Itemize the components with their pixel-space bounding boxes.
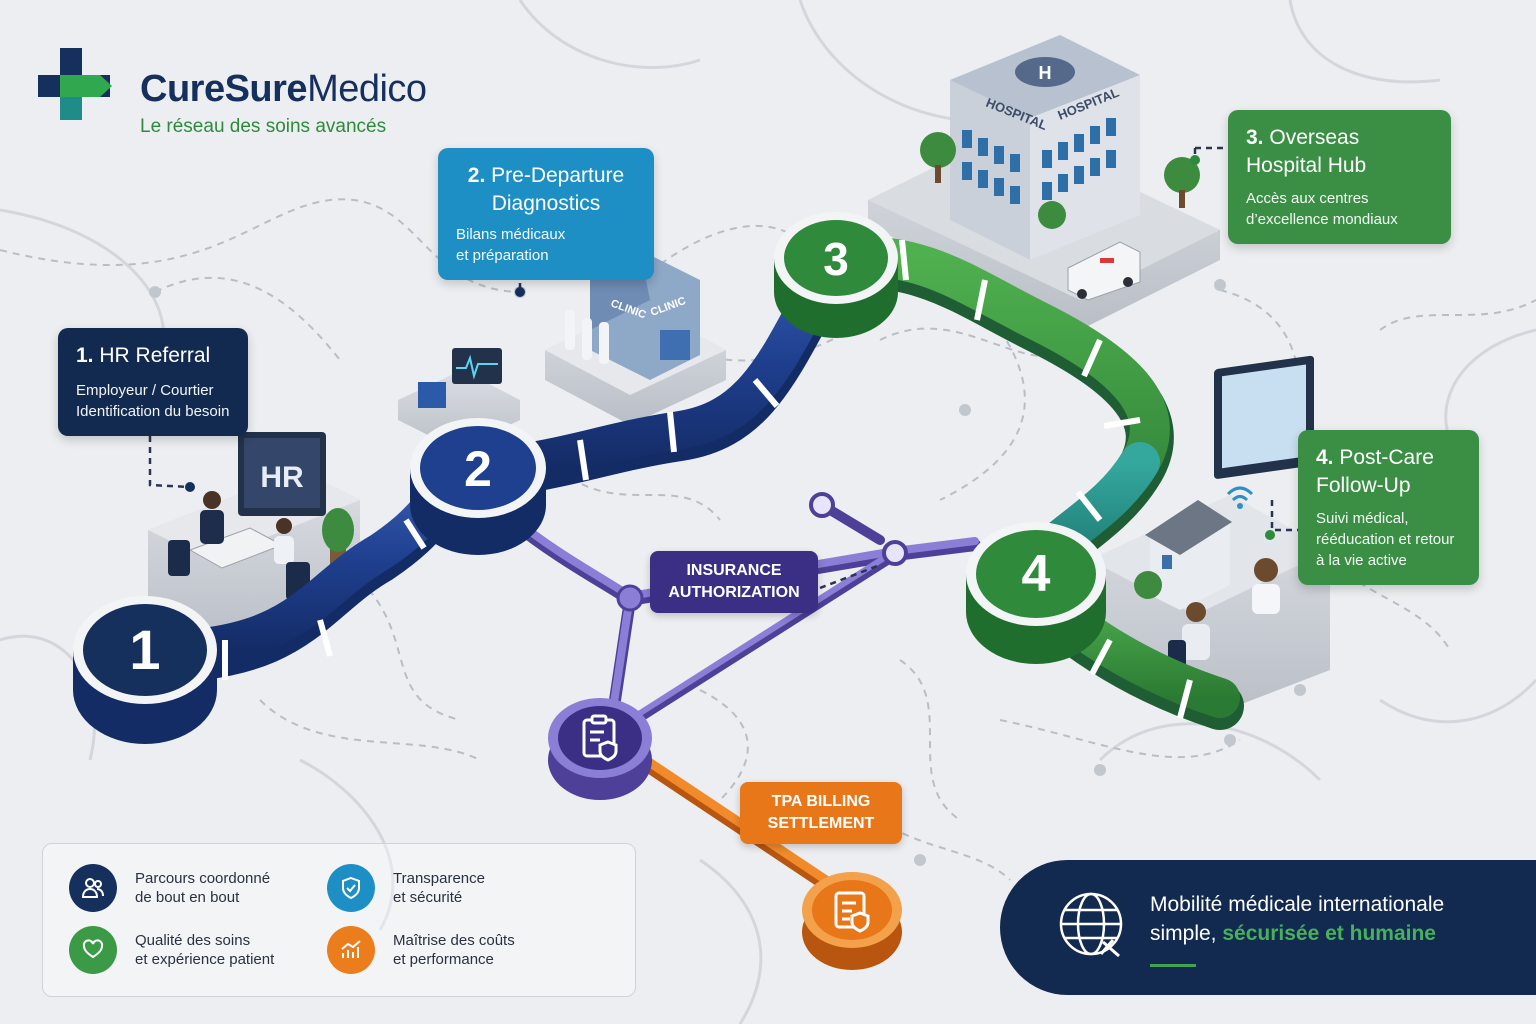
wifi-icon: [1226, 486, 1254, 502]
post-line-2: rééducation et retour: [1316, 531, 1455, 548]
step-4-number: 4: [1021, 545, 1051, 603]
post-line-1: Suivi médical,: [1316, 510, 1409, 527]
step-node-3: [774, 212, 898, 338]
invoice-shield-icon: [834, 891, 870, 933]
hr-screen-label: HR: [260, 461, 304, 494]
growth-chart-icon: [327, 926, 375, 974]
globe-icon: [1059, 892, 1123, 958]
mission-banner: Mobilité médicale internationale simple,…: [1000, 860, 1536, 995]
banner-accent-bar: [1150, 964, 1196, 967]
insurance-clipboard-node: [548, 698, 652, 800]
hub-line-1: Accès aux centres: [1246, 190, 1369, 207]
insurance-network: [504, 492, 981, 740]
step-node-1: [73, 596, 217, 744]
pre-line-1: Bilans médicaux: [456, 226, 566, 243]
cross-logo-icon: [38, 48, 112, 120]
people-icon: [69, 864, 117, 912]
hr-line-1: Employeur / Courtier: [76, 382, 214, 399]
step-1-number: 1: [129, 618, 161, 681]
svg-text:H: H: [1039, 63, 1052, 83]
shield-check-icon: [327, 864, 375, 912]
hr-line-2: Identification du besoin: [76, 403, 230, 420]
banner-text: Mobilité médicale internationale simple,…: [1150, 893, 1445, 945]
brand-tagline: Le réseau des soins avancés: [140, 116, 387, 137]
step-2-number: 2: [464, 441, 492, 497]
hub-line-2: d’excellence mondiaux: [1246, 211, 1398, 228]
ambulance-icon: [1067, 241, 1141, 301]
pre-line-2: et préparation: [456, 247, 549, 264]
post-line-3: à la vie active: [1316, 552, 1407, 569]
clinic-scene: + CLINIC CLINIC: [398, 250, 726, 450]
step-node-4: [966, 522, 1106, 664]
tpa-billing-node: [802, 872, 902, 970]
brand-name: CureSureMedico: [140, 68, 427, 110]
hospital-scene: H HOSPITAL HOSPITAL: [868, 35, 1220, 330]
step-3-number: 3: [823, 233, 849, 285]
step-node-2: [410, 418, 546, 555]
clipboard-shield-icon: [582, 714, 618, 762]
heart-hands-icon: [69, 926, 117, 974]
